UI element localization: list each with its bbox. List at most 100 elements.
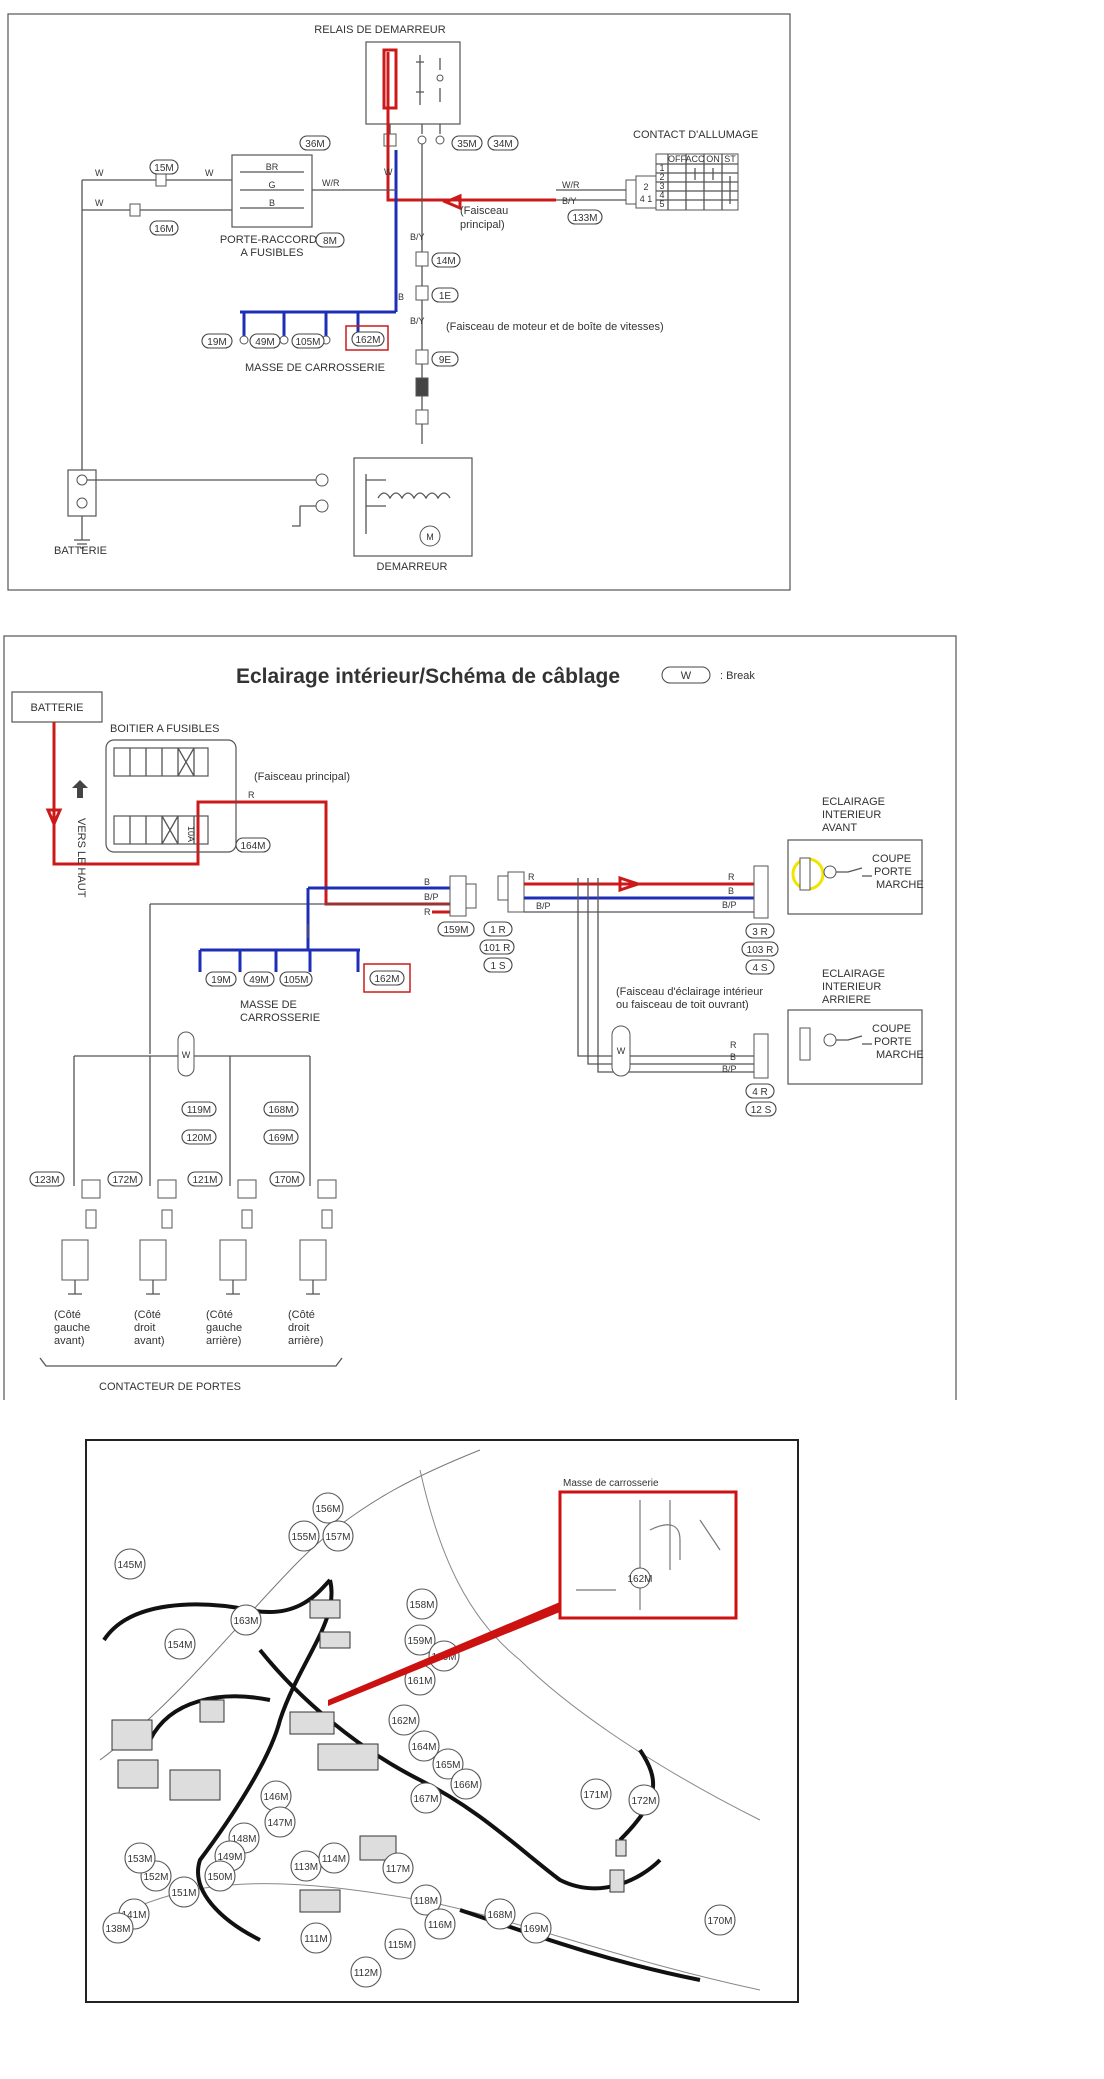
harness-location-diagram: 156M155M157M145M163M154M158M159M160M161M…: [85, 1439, 799, 2003]
roof-harness-label: (Faisceau d'éclairage intérieur: [616, 986, 763, 998]
starter-terminal: [315, 473, 329, 487]
signal-arrow: [45, 808, 63, 828]
connector-callout: 171M: [580, 1778, 612, 1810]
connector-tag: 4 S: [745, 959, 775, 975]
connector-tag: 16M: [149, 220, 179, 236]
callout-label: 159M: [407, 1636, 432, 1647]
motor-label: M: [426, 532, 434, 542]
svg-text:36M: 36M: [305, 139, 324, 150]
svg-text:9E: 9E: [439, 355, 452, 366]
wire-label: W/R: [322, 178, 340, 188]
lamp-switch: [836, 1035, 872, 1045]
svg-text:8M: 8M: [323, 236, 337, 247]
front-lamp-label: AVANT: [822, 822, 857, 834]
callout-label: 114M: [322, 1854, 346, 1865]
inset-box: [558, 1490, 738, 1620]
connector-tag: 123M: [29, 1171, 65, 1187]
callout-label: 111M: [304, 1934, 328, 1945]
inset-pointer: [328, 1602, 560, 1706]
wire-label: B: [728, 886, 734, 896]
terminal-label: 4 1: [640, 194, 653, 204]
diagram-title: Eclairage intérieur/Schéma de câblage: [236, 665, 620, 688]
switch-label: PORTE: [874, 866, 912, 878]
lamp-bulb-icon: [823, 1033, 837, 1047]
wire-label: R: [730, 1040, 737, 1050]
ign-row: 1: [659, 163, 664, 173]
connector-callout: 157M: [322, 1520, 354, 1552]
callout-label: 145M: [117, 1560, 142, 1571]
connector-callout: 138M: [102, 1912, 134, 1944]
connector-callout: 111M: [300, 1922, 332, 1954]
door-label: avant): [134, 1335, 165, 1347]
connector-callout: 166M: [450, 1768, 482, 1800]
switch-label: COUPE: [872, 1023, 911, 1035]
door-label: arrière): [288, 1335, 323, 1347]
callout-label: 155M: [291, 1532, 316, 1543]
svg-text:162M: 162M: [374, 974, 399, 985]
connector-tag: 105M: [291, 333, 325, 349]
connector-tag: 121M: [187, 1171, 223, 1187]
connector-tag: 172M: [107, 1171, 143, 1187]
door-label: avant): [54, 1335, 85, 1347]
connector-tag: 49M: [249, 333, 281, 349]
callout-label: 172M: [631, 1796, 656, 1807]
starter-label: DEMARREUR: [377, 561, 448, 573]
switch-label: MARCHE: [876, 879, 924, 891]
svg-text:34M: 34M: [493, 139, 512, 150]
connector-callout: 115M: [384, 1928, 416, 1960]
wire-label: R: [248, 790, 255, 800]
callout-label: 149M: [217, 1852, 242, 1863]
wire-label: B: [398, 292, 404, 302]
callout-label: 161M: [407, 1676, 432, 1687]
svg-text:19M: 19M: [211, 975, 230, 986]
terminal-dot: [417, 135, 427, 145]
wire-door-tree: [73, 1055, 311, 1186]
callout-circle: [432, 1748, 464, 1780]
svg-text:121M: 121M: [192, 1175, 217, 1186]
callout-label: 168M: [487, 1910, 512, 1921]
connector-tag: 4 R: [745, 1083, 775, 1099]
callout-circle: [230, 1604, 262, 1636]
connector-4r: [753, 1033, 769, 1079]
battery-pos: [76, 474, 88, 486]
wire-label: W: [205, 168, 214, 178]
connector-tag: 49M: [243, 971, 275, 987]
door-label: (Côté: [206, 1309, 233, 1321]
connector-callout: 151M: [168, 1876, 200, 1908]
callout-circle: [388, 1704, 420, 1736]
callout-label: 147M: [267, 1818, 292, 1829]
connector-callout: 167M: [410, 1782, 442, 1814]
interior-lighting-diagram: Eclairage intérieur/Schéma de câblage W …: [3, 635, 957, 1400]
callout-label: 165M: [435, 1760, 460, 1771]
svg-text:164M: 164M: [240, 841, 265, 852]
door-label: droit: [288, 1322, 309, 1334]
svg-text:35M: 35M: [457, 139, 476, 150]
fuse-label: B: [269, 198, 275, 208]
callout-label: 141M: [121, 1910, 146, 1921]
body-outline: [99, 1449, 481, 1761]
svg-text:123M: 123M: [34, 1175, 59, 1186]
connector-callout: 164M: [408, 1730, 440, 1762]
wire-label: B/P: [536, 901, 551, 911]
callout-label: 164M: [411, 1742, 436, 1753]
harness-engine-label: (Faisceau de moteur et de boîte de vites…: [446, 321, 664, 333]
front-lamp-label: INTERIEUR: [822, 809, 881, 821]
connector-callout: 116M: [424, 1908, 456, 1940]
ign-row: 3: [659, 181, 664, 191]
wire-rear-branch: [577, 878, 764, 1073]
callout-label: 138M: [105, 1924, 130, 1935]
harness-blocks: [111, 1599, 627, 1913]
callout-label: 112M: [354, 1968, 378, 1979]
callout-circle: [204, 1860, 236, 1892]
lamp-bulb-icon: [823, 865, 837, 879]
connector-tag: 159M: [437, 921, 475, 937]
connector-159m: [449, 875, 467, 917]
front-lamp-connector: [799, 857, 811, 891]
switch-label: COUPE: [872, 853, 911, 865]
connector-tag: 19M: [201, 333, 233, 349]
svg-text:169M: 169M: [268, 1133, 293, 1144]
door-label: gauche: [206, 1322, 242, 1334]
wire-label: B: [424, 877, 430, 887]
svg-text:19M: 19M: [207, 337, 226, 348]
fuse-row-lines: [129, 747, 195, 777]
